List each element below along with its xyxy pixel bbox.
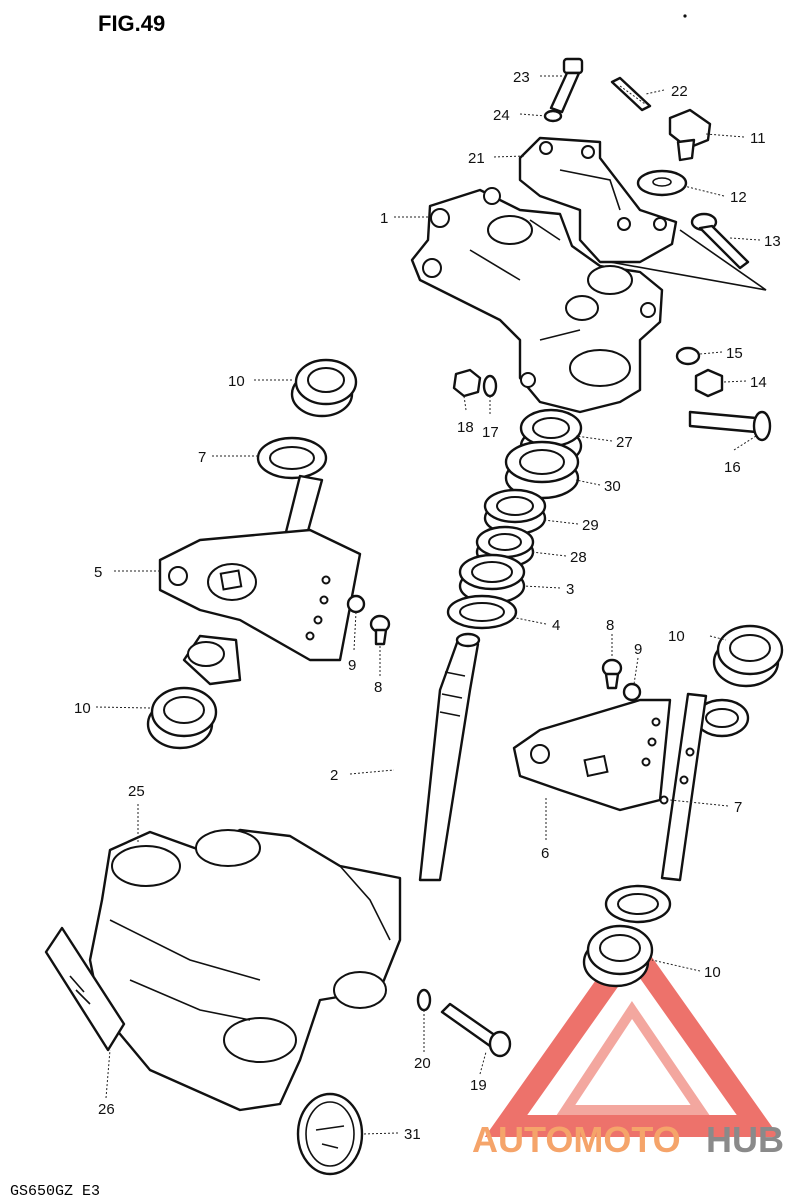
part-4-race [446, 594, 518, 630]
part-12-washer [636, 169, 688, 197]
callout-11: 11 [750, 130, 766, 147]
callout-15: 15 [726, 345, 743, 362]
callout-21: 21 [468, 150, 485, 167]
part-31-cover [296, 1092, 364, 1176]
part-19-bolt [440, 1002, 512, 1058]
callout-14: 14 [750, 374, 767, 391]
watermark-text-a: AUTOMOTO [472, 1119, 681, 1160]
callout-30: 30 [604, 478, 621, 495]
part-16-bolt [688, 410, 772, 442]
part-25-lower-bracket [88, 828, 402, 1112]
part-18-nut [452, 368, 482, 398]
callout-29: 29 [582, 517, 599, 534]
part-3-bearing [458, 553, 526, 605]
part-11-cap [668, 108, 712, 162]
part-13-bolt [690, 212, 750, 270]
leader-lines [95, 75, 761, 1135]
part-8-bolt-right [601, 658, 623, 690]
callout-25: 25 [128, 783, 145, 800]
callout-19: 19 [470, 1077, 487, 1094]
callout-10-right: 10 [668, 628, 685, 645]
callout-1: 1 [380, 210, 388, 227]
speck-mark [683, 14, 687, 18]
callout-5: 5 [94, 564, 102, 581]
part-17-washer [482, 374, 498, 398]
part-15-nut [675, 346, 701, 366]
callout-6: 6 [541, 845, 549, 862]
part-7-stay-left [182, 436, 328, 686]
callout-7-right: 7 [734, 799, 742, 816]
callout-20: 20 [414, 1055, 431, 1072]
callout-23: 23 [513, 69, 530, 86]
callout-8-right: 8 [606, 617, 614, 634]
part-10-grommet-right [712, 624, 784, 688]
part-9-washer-left [346, 594, 366, 614]
part-5-bracket [158, 528, 362, 662]
part-21-holder [518, 136, 678, 264]
callout-3: 3 [566, 581, 574, 598]
figure-title: FIG.49 [98, 11, 165, 36]
part-10-grommet-lower-right [582, 924, 654, 988]
callout-10-lower-left: 10 [74, 700, 91, 717]
part-24-washer [543, 109, 563, 123]
part-8-bolt-left [369, 614, 391, 646]
part-2-steering-stem [418, 632, 481, 882]
callout-27: 27 [616, 434, 633, 451]
part-20-washer [416, 988, 432, 1012]
part-1-upper-bracket [410, 187, 664, 414]
callout-9-right: 9 [634, 641, 642, 658]
callout-10-lower-right: 10 [704, 964, 721, 981]
callout-10-upper-left: 10 [228, 373, 245, 390]
watermark-logo [484, 928, 780, 1137]
callout-28: 28 [570, 549, 587, 566]
callout-22: 22 [671, 83, 688, 100]
part-30-cover [504, 440, 580, 500]
model-code: GS650GZ E3 [10, 1183, 100, 1200]
callout-8-left: 8 [374, 679, 382, 696]
callout-12: 12 [730, 189, 747, 206]
callout-26: 26 [98, 1101, 115, 1118]
callout-18: 18 [457, 419, 474, 436]
callout-9-left: 9 [348, 657, 356, 674]
callout-24: 24 [493, 107, 510, 124]
callout-13: 13 [764, 233, 781, 250]
part-29-seal [483, 488, 547, 536]
watermark-text-b: HUB [706, 1119, 784, 1160]
part-7-stay-right [604, 692, 750, 924]
part-23-bolt [549, 57, 584, 114]
callout-17: 17 [482, 424, 499, 441]
callout-7-left: 7 [198, 449, 206, 466]
callout-2: 2 [330, 767, 338, 784]
part-26-plate [44, 926, 126, 1052]
part-6-bracket [512, 698, 672, 812]
callout-16: 16 [724, 459, 741, 476]
part-10-grommet-upper-left [290, 358, 358, 418]
callout-31: 31 [404, 1126, 421, 1143]
part-9-washer-right [622, 682, 642, 702]
callout-4: 4 [552, 617, 560, 634]
part-14-nut [694, 368, 724, 398]
part-10-grommet-lower-left [146, 686, 218, 750]
